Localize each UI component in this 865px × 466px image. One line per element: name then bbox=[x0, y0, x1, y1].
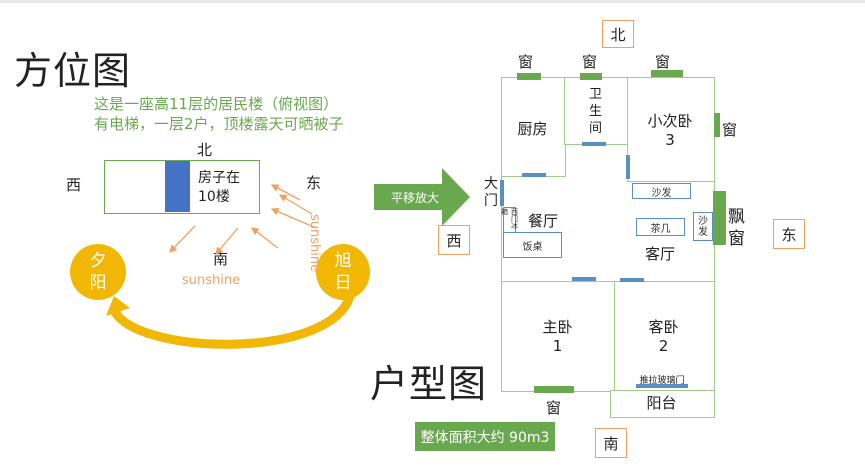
building-note-line1: 这是一座高11层的居民楼（俯视图） bbox=[94, 95, 339, 113]
sofa-side-line2: 发 bbox=[698, 226, 708, 238]
bay-window bbox=[713, 191, 726, 245]
kitchen-window-label: 窗 bbox=[518, 53, 534, 71]
master-bedroom-label-line1: 主卧 bbox=[542, 318, 573, 336]
bathroom-window-label: 窗 bbox=[582, 53, 598, 71]
main-door-label-line1: 大 bbox=[484, 176, 498, 192]
plan-west-box: 西 bbox=[438, 225, 470, 255]
sunshine-arrow bbox=[215, 227, 239, 255]
dining-table: 饭桌 bbox=[503, 232, 562, 258]
guest-bedroom-door bbox=[620, 278, 644, 282]
building-note-line2: 有电梯，一层2户，顶楼露天可晒被子 bbox=[94, 115, 344, 133]
guest-bedroom-label: 客卧 2 bbox=[614, 318, 713, 356]
kitchen-window bbox=[517, 73, 541, 80]
master-bedroom-room bbox=[501, 281, 616, 392]
small-bedroom-door bbox=[626, 155, 630, 179]
sunrise-circle: 旭 日 bbox=[316, 244, 370, 300]
main-door bbox=[500, 180, 504, 206]
house-location-line1: 房子在 bbox=[198, 170, 240, 186]
main-door-label-line2: 门 bbox=[484, 193, 498, 209]
bathroom-door bbox=[582, 142, 606, 146]
guest-bedroom-label-line2: 2 bbox=[658, 337, 669, 355]
living-label: 客厅 bbox=[644, 245, 675, 263]
bathroom-label-line2: 生 bbox=[588, 104, 602, 119]
small-bedroom-label-line2: 3 bbox=[665, 131, 675, 149]
plan-north-box: 北 bbox=[602, 20, 634, 48]
sunshine-label-bottom: sunshine bbox=[182, 273, 241, 288]
master-bedroom-window bbox=[534, 386, 574, 393]
sunset-line1: 夕 bbox=[89, 251, 107, 271]
sofa-side: 沙 发 bbox=[693, 212, 713, 241]
map-west-label: 西 bbox=[66, 176, 82, 194]
orientation-title: 方位图 bbox=[14, 49, 132, 93]
map-east-label: 东 bbox=[306, 174, 322, 192]
floorplan-title: 户型图 bbox=[370, 362, 488, 406]
sun-path-arc bbox=[111, 294, 355, 349]
sunrise-line1: 旭 bbox=[334, 251, 352, 271]
sunshine-arrow bbox=[270, 207, 317, 229]
house-location-line2: 10楼 bbox=[198, 189, 230, 205]
dining-label: 餐厅 bbox=[527, 212, 558, 230]
sunshine-arrow bbox=[250, 227, 279, 249]
tea-table: 茶几 bbox=[636, 218, 685, 236]
sunshine-arrow bbox=[270, 184, 301, 201]
enlarge-label: 平移放大 bbox=[390, 190, 439, 205]
master-bedroom-label-line2: 1 bbox=[552, 337, 563, 355]
small-bedroom-east-window-label: 窗 bbox=[722, 121, 738, 139]
guest-bedroom-label-line1: 客卧 bbox=[648, 318, 679, 336]
enlarge-arrow bbox=[374, 168, 470, 226]
sunset-line2: 阳 bbox=[89, 273, 107, 293]
plan-south-box: 南 bbox=[595, 428, 627, 458]
plan-east-box: 东 bbox=[773, 219, 805, 249]
small-bedroom-window-north bbox=[651, 70, 683, 77]
small-bedroom-north-window-label: 窗 bbox=[655, 53, 671, 71]
bathroom-window bbox=[580, 73, 602, 80]
map-north-label: 北 bbox=[197, 141, 213, 159]
small-bedroom-label-line1: 小次卧 bbox=[647, 112, 693, 130]
sofa-side-line1: 沙 bbox=[698, 215, 708, 227]
kitchen-door bbox=[522, 173, 546, 177]
unit-highlight bbox=[165, 161, 190, 212]
total-area-label: 整体面积大约 90m3 bbox=[415, 422, 555, 451]
balcony-label: 阳台 bbox=[646, 394, 677, 412]
bay-window-label-line1: 飘 bbox=[728, 207, 745, 227]
sunrise-line2: 日 bbox=[334, 273, 352, 293]
sunshine-arrow bbox=[278, 194, 313, 215]
house-location-label: 房子在 10楼 bbox=[198, 169, 240, 207]
top-divider bbox=[0, 0, 865, 3]
small-bedroom-window-east bbox=[714, 113, 720, 137]
sofa-top: 沙发 bbox=[632, 183, 691, 199]
bay-window-label: 飘 窗 bbox=[728, 206, 745, 250]
small-bedroom-label: 小次卧 3 bbox=[627, 112, 713, 150]
sliding-door-label: 推拉玻璃门 bbox=[639, 376, 685, 386]
bathroom-label: 卫 生 间 bbox=[564, 86, 627, 137]
master-bedroom-door bbox=[572, 277, 596, 281]
bathroom-label-line1: 卫 bbox=[588, 87, 602, 102]
fridge: 西门冰箱 bbox=[501, 207, 519, 235]
bay-window-label-line2: 窗 bbox=[728, 229, 745, 249]
main-door-label: 大 门 bbox=[484, 176, 498, 210]
sunshine-arrow bbox=[169, 225, 196, 253]
bathroom-label-line3: 间 bbox=[588, 121, 602, 136]
sunset-circle: 夕 阳 bbox=[70, 244, 126, 300]
kitchen-label: 厨房 bbox=[517, 120, 548, 138]
master-bedroom-label: 主卧 1 bbox=[501, 318, 614, 356]
balcony-room bbox=[610, 390, 715, 418]
sliding-glass-door bbox=[636, 384, 688, 388]
sunshine-label-right: sunshine bbox=[307, 214, 322, 273]
sun-path-arrowhead bbox=[106, 296, 130, 316]
guest-bedroom-room bbox=[614, 281, 715, 392]
master-window-label: 窗 bbox=[546, 399, 562, 417]
